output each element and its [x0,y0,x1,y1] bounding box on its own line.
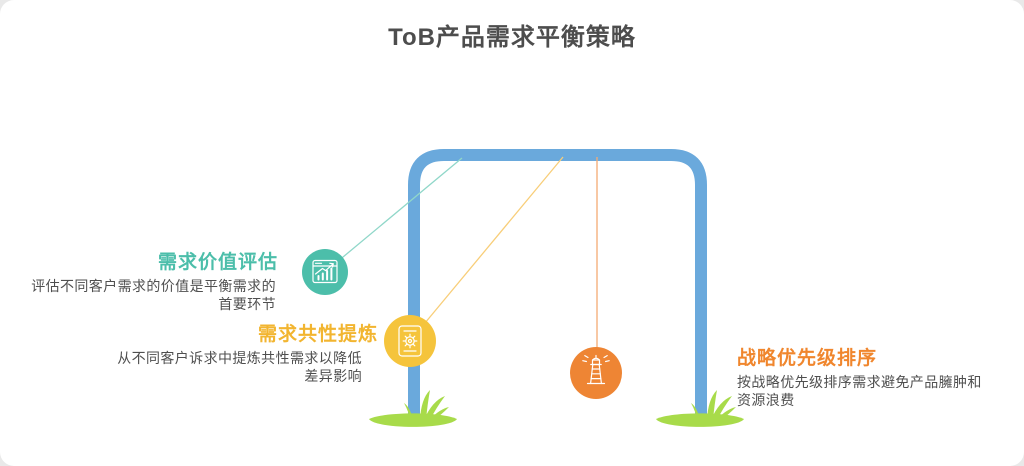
document-gear-icon [398,325,422,357]
desc-line: 从不同客户诉求中提炼共性需求以降低 [117,350,362,366]
section-title-prioritization: 战略优先级排序 [737,348,878,369]
section-desc-value-evaluation: 评估不同客户需求的价值是平衡需求的 首要环节 [0,278,276,313]
section-desc-prioritization: 按战略优先级排序需求避免产品臃肿和 资源浪费 [737,374,1017,409]
hanging-string-yellow [409,156,564,342]
hanging-node-commonality [384,315,436,367]
swing-frame [408,149,707,424]
desc-line: 首要环节 [218,295,276,312]
section-strategic-prioritization: 战略优先级排序 按战略优先级排序需求避免产品臃肿和 资源浪费 [737,343,1017,409]
section-demand-commonality: 需求共性提炼 从不同客户诉求中提炼共性需求以降低 差异影响 [42,319,377,385]
hanging-node-prioritization [570,347,622,399]
desc-line: 差异影响 [304,367,362,384]
section-desc-commonality: 从不同客户诉求中提炼共性需求以降低 差异影响 [42,350,362,385]
yellow-circle [384,315,436,367]
section-title-commonality: 需求共性提炼 [257,324,378,345]
section-title-value-evaluation: 需求价值评估 [157,252,278,273]
teal-circle [302,249,348,295]
orange-circle [570,347,622,399]
desc-line: 评估不同客户需求的价值是平衡需求的 [31,278,276,294]
hanging-string-teal [324,157,463,273]
desc-line: 按战略优先级排序需求避免产品臃肿和 [737,374,982,390]
chart-growth-icon [312,259,338,284]
grass-left [369,390,457,427]
section-demand-value-evaluation: 需求价值评估 评估不同客户需求的价值是平衡需求的 首要环节 [0,247,278,313]
lighthouse-icon [582,354,610,385]
hanging-node-value-evaluation [302,249,348,295]
desc-line: 资源浪费 [737,391,795,408]
page-title: ToB产品需求平衡策略 [388,24,636,51]
grass-right [656,390,744,427]
